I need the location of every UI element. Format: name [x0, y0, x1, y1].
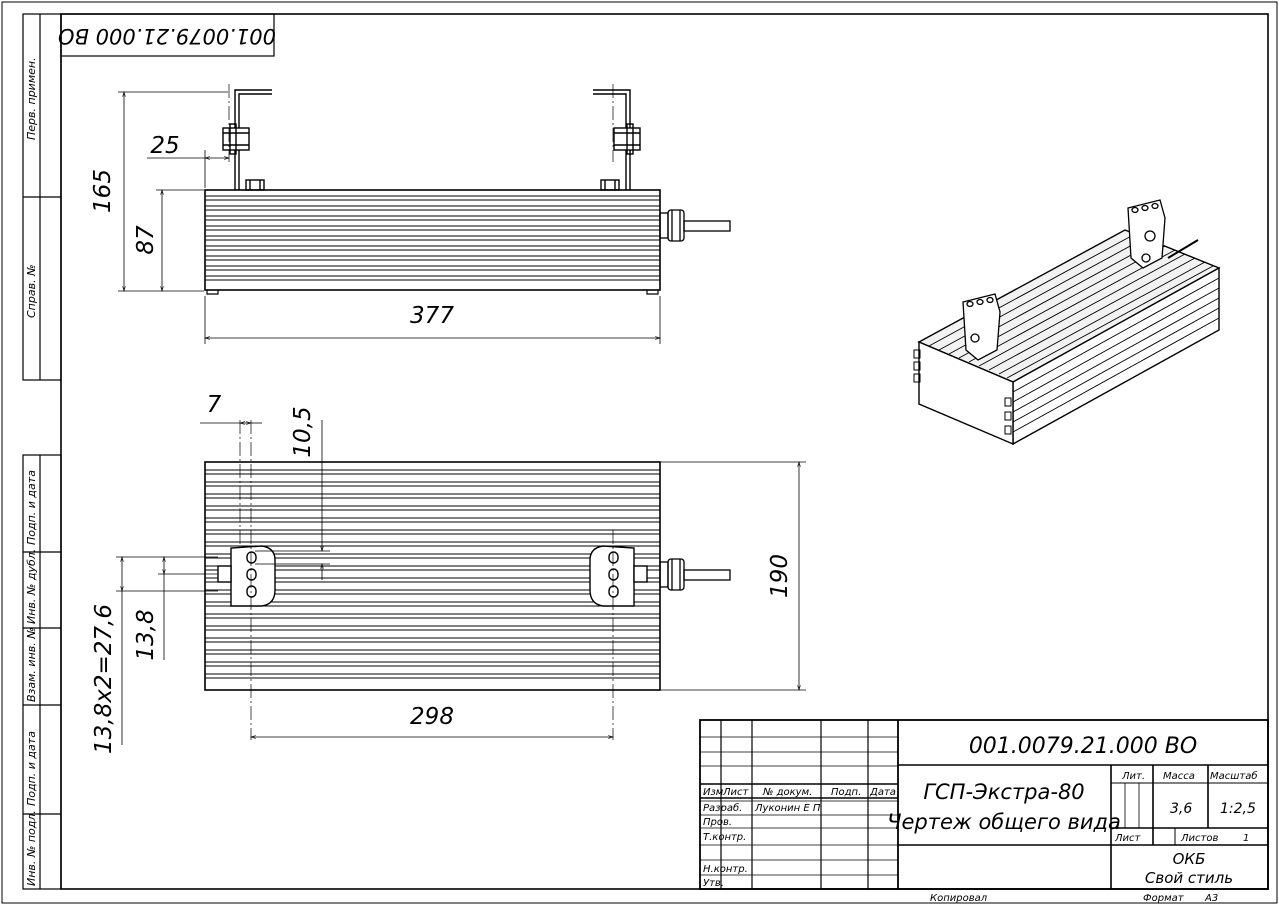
title-doc-code: 001.0079.21.000 ВО	[969, 734, 1197, 759]
kopiroval-label: Копировал	[930, 893, 988, 904]
dim-top-length: 377	[410, 303, 454, 329]
rotated-code-stamp: 001.0079.21.000 ВО	[58, 13, 276, 57]
front-view	[118, 84, 731, 344]
dim-plan-length: 298	[410, 704, 454, 730]
col-data-label: Дата	[869, 787, 896, 798]
dim-plan-spacing-total: 13,8x2=27,6	[91, 604, 117, 754]
margin-label-vzam-inv: Взам. инв. №	[25, 627, 38, 702]
col-docnum-label: № докум.	[762, 787, 812, 798]
title-product-name: ГСП-Экстра-80	[923, 780, 1084, 804]
plan-view-fins	[205, 469, 660, 679]
row-utv-label: Утв.	[703, 878, 724, 889]
plan-view	[116, 420, 806, 745]
plan-right-bracket	[589, 545, 648, 607]
iso-fin-lines	[928, 233, 1220, 433]
front-dimension-lines	[118, 90, 662, 344]
iso-end-face	[918, 340, 1014, 446]
razrab-name: Луконин Е П	[754, 803, 821, 814]
col-list-label: Лист	[722, 787, 750, 798]
col-podp-label: Подп.	[831, 787, 861, 798]
dim-top-height-body: 87	[133, 225, 159, 255]
margin-label-inv-podl: Инв. № подл.	[25, 810, 38, 886]
row-prov-label: Пров.	[703, 817, 732, 828]
dim-top-height-total: 165	[90, 169, 116, 213]
plan-left-bracket	[217, 545, 276, 607]
plan-centerlines	[239, 420, 614, 740]
front-view-fins	[205, 195, 660, 281]
dim-plan-width: 190	[767, 554, 793, 598]
dim-top-offset: 25	[150, 133, 179, 159]
isometric-view	[913, 199, 1221, 446]
masshtab-value: 1:2,5	[1220, 801, 1256, 817]
iso-bracket-rear	[1127, 199, 1199, 269]
title-block	[699, 719, 1269, 890]
masshtab-label: Масштаб	[1210, 770, 1258, 782]
org-line-1: ОКБ	[1173, 850, 1206, 868]
margin-label-perv-primen: Перв. примен.	[25, 57, 38, 140]
listov-label: Листов	[1180, 833, 1218, 844]
front-cable-gland	[659, 209, 731, 242]
front-centerlines	[228, 84, 614, 162]
front-right-bracket	[593, 89, 641, 191]
listov-value: 1	[1243, 833, 1249, 844]
lit-label: Лит.	[1121, 771, 1145, 782]
row-tkontr-label: Т.контр.	[703, 832, 746, 843]
margin-label-podp-data-2: Подп. и дата	[25, 731, 38, 806]
title-doc-title: Чертеж общего вида	[887, 810, 1121, 834]
format-label: Формат	[1143, 893, 1185, 904]
plan-dimension-lines	[116, 420, 806, 745]
iso-end-details	[913, 349, 1012, 435]
row-nkontr-label: Н.контр.	[703, 864, 748, 875]
margin-label-inv-dubl: Инв. № дубл.	[25, 549, 38, 624]
rotated-code-text: 001.0079.21.000 ВО	[58, 24, 276, 48]
iso-bracket-front	[962, 293, 1001, 361]
dim-plan-offset: 7	[207, 392, 222, 418]
massa-label: Масса	[1163, 771, 1195, 782]
front-left-bracket	[222, 89, 272, 191]
list-label: Лист	[1114, 833, 1142, 844]
col-izm-label: Изм	[703, 787, 724, 798]
left-margin-strip	[22, 13, 62, 890]
org-line-2: Свой стиль	[1145, 869, 1233, 887]
massa-value: 3,6	[1170, 801, 1192, 817]
row-razrab-label: Разраб.	[703, 802, 742, 814]
plan-cable-gland	[659, 558, 731, 591]
margin-label-sprav-no: Справ. №	[25, 264, 38, 318]
dim-plan-slot: 10,5	[290, 406, 316, 457]
margin-label-podp-data-1: Подп. и дата	[25, 470, 38, 545]
format-value: А3	[1204, 893, 1218, 904]
dim-plan-spacing: 13,8	[133, 609, 159, 660]
